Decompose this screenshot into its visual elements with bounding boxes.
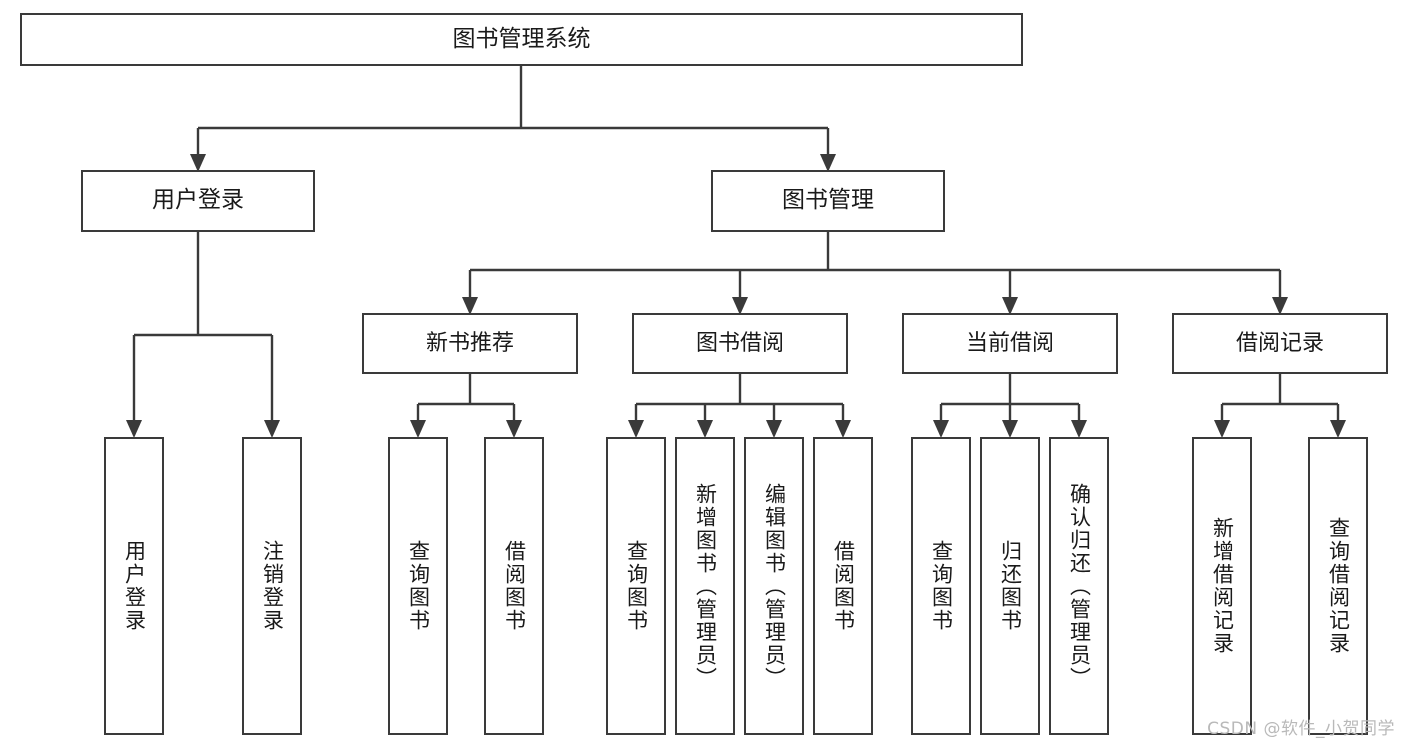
arrow-new-book-c1	[410, 420, 426, 438]
node-label: 用户登录	[152, 187, 244, 214]
arrow-book-borrow-c1	[628, 420, 644, 438]
node-current-borrowing[interactable]: 当前借阅	[902, 313, 1118, 374]
leaf-book-borrow-edit-book-admin[interactable]: 编辑图书（管理员）	[744, 437, 804, 735]
watermark-csdn-attribution: CSDN @软件_小贺同学	[1207, 719, 1395, 739]
node-label: 查询图书	[929, 540, 954, 632]
leaf-new-book-query-book[interactable]: 查询图书	[388, 437, 448, 735]
leaf-borrow-record-add-record[interactable]: 新增借阅记录	[1192, 437, 1252, 735]
leaf-borrow-record-query-record[interactable]: 查询借阅记录	[1308, 437, 1368, 735]
node-label: 新增图书（管理员）	[693, 482, 718, 690]
node-label: 查询图书	[406, 540, 431, 632]
arrow-current-borrow-c1	[933, 420, 949, 438]
leaf-current-borrow-confirm-return-admin[interactable]: 确认归还（管理员）	[1049, 437, 1109, 735]
node-label: 归还图书	[998, 540, 1023, 632]
leaf-new-book-borrow-book[interactable]: 借阅图书	[484, 437, 544, 735]
leaf-book-borrow-query-book[interactable]: 查询图书	[606, 437, 666, 735]
arrow-borrow-record-c2	[1330, 420, 1346, 438]
leaf-current-borrow-return-book[interactable]: 归还图书	[980, 437, 1040, 735]
leaf-user-login-login[interactable]: 用户登录	[104, 437, 164, 735]
arrow-book-borrow-c3	[766, 420, 782, 438]
node-label: 借阅图书	[831, 540, 856, 632]
node-label: 借阅图书	[502, 540, 527, 632]
node-borrowing-record[interactable]: 借阅记录	[1172, 313, 1388, 374]
node-root-book-management-system[interactable]: 图书管理系统	[20, 13, 1023, 66]
leaf-book-borrow-borrow-book[interactable]: 借阅图书	[813, 437, 873, 735]
node-label: 确认归还（管理员）	[1067, 482, 1092, 690]
leaf-user-login-logout[interactable]: 注销登录	[242, 437, 302, 735]
node-label: 用户登录	[122, 540, 147, 632]
node-label: 借阅记录	[1235, 330, 1324, 356]
arrow-user-login-c2	[264, 420, 280, 438]
arrow-new-book-c2	[506, 420, 522, 438]
node-label: 新书推荐	[425, 330, 514, 356]
arrow-borrow-record-c1	[1214, 420, 1230, 438]
node-label: 图书管理	[782, 187, 874, 214]
node-book-borrowing[interactable]: 图书借阅	[632, 313, 848, 374]
arrow-book-borrow-c4	[835, 420, 851, 438]
node-book-management[interactable]: 图书管理	[711, 170, 945, 232]
node-user-login[interactable]: 用户登录	[81, 170, 315, 232]
node-label: 查询借阅记录	[1326, 517, 1351, 655]
arrow-book-borrow-c2	[697, 420, 713, 438]
leaf-book-borrow-add-book-admin[interactable]: 新增图书（管理员）	[675, 437, 735, 735]
node-label: 新增借阅记录	[1210, 517, 1235, 655]
arrow-current-borrow-c3	[1071, 420, 1087, 438]
node-label: 图书借阅	[695, 330, 784, 356]
leaf-current-borrow-query-book[interactable]: 查询图书	[911, 437, 971, 735]
node-label: 当前借阅	[965, 330, 1054, 356]
node-label: 编辑图书（管理员）	[762, 482, 787, 690]
arrow-current-borrow-c2	[1002, 420, 1018, 438]
node-label: 图书管理系统	[452, 25, 591, 52]
node-label: 注销登录	[260, 540, 285, 632]
node-label: 查询图书	[624, 540, 649, 632]
arrow-user-login-c1	[126, 420, 142, 438]
node-new-book-recommendation[interactable]: 新书推荐	[362, 313, 578, 374]
